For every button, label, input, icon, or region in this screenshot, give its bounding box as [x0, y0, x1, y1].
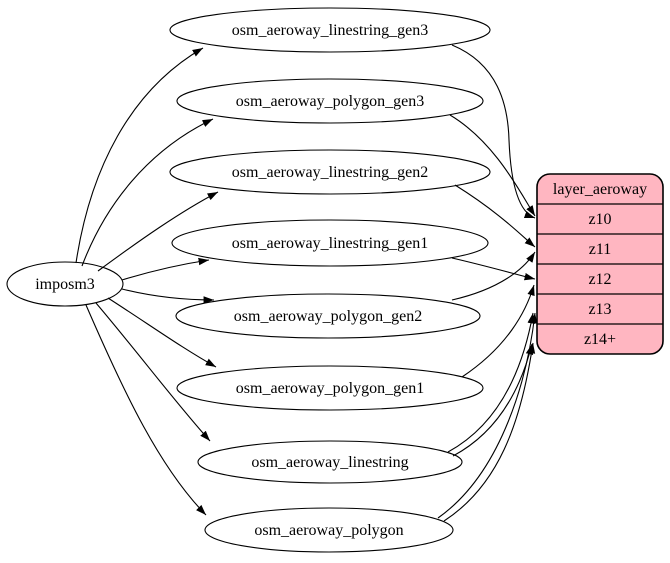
node-ellipse-linestring [197, 440, 463, 484]
edge-osm-aeroway-linestring-z14 [452, 343, 534, 457]
edge-osm-aeroway-linestring-gen1-z12 [451, 257, 536, 281]
node-ellipse-linestring-gen1 [171, 219, 489, 267]
node-osm-aeroway-linestring-gen1: osm_aeroway_linestring_gen1 [171, 219, 489, 267]
record-title: layer_aeroway [553, 181, 647, 198]
edge-imposm3-osm-aeroway-polygon-gen2 [121, 288, 215, 304]
node-osm-aeroway-polygon-gen2: osm_aeroway_polygon_gen2 [175, 293, 481, 339]
node-label-imposm3: imposm3 [35, 276, 95, 293]
node-label-linestring-gen1: osm_aeroway_linestring_gen1 [232, 235, 428, 252]
node-label-polygon-gen2: osm_aeroway_polygon_gen2 [234, 308, 422, 325]
edge-osm-aeroway-polygon-gen1-z12 [461, 284, 535, 378]
node-label-linestring-gen2: osm_aeroway_linestring_gen2 [232, 164, 428, 181]
edge-imposm3-osm-aeroway-linestring-gen1 [121, 257, 210, 281]
edge-osm-aeroway-linestring-gen3-z10 [451, 44, 536, 219]
record-row-z12: z12 [588, 271, 611, 288]
node-osm-aeroway-linestring-gen2: osm_aeroway_linestring_gen2 [169, 149, 491, 195]
record-row-z11: z11 [589, 241, 612, 258]
edge-osm-aeroway-linestring-gen2-z11 [454, 184, 536, 248]
edge-osm-aeroway-polygon-z14 [443, 342, 536, 522]
node-osm-aeroway-polygon-gen3: osm_aeroway_polygon_gen3 [176, 78, 484, 124]
record-row-z10: z10 [588, 211, 611, 228]
edge-imposm3-osm-aeroway-polygon [85, 304, 207, 516]
edge-imposm3-osm-aeroway-linestring [95, 302, 211, 442]
node-ellipse-linestring-gen3 [169, 7, 491, 53]
node-label-polygon-gen1: osm_aeroway_polygon_gen1 [236, 380, 424, 397]
edge-osm-aeroway-linestring-z13 [447, 312, 535, 453]
edge-osm-aeroway-polygon-z13 [437, 312, 538, 519]
node-label-polygon-gen3: osm_aeroway_polygon_gen3 [236, 93, 424, 110]
node-ellipse-imposm3 [6, 261, 124, 307]
node-ellipse-polygon-gen3 [176, 78, 484, 124]
node-imposm3: imposm3 [6, 261, 124, 307]
node-layer-aeroway: layer_aeroway z10 z11 z12 z13 z14+ [536, 173, 664, 355]
edge-imposm3-osm-aeroway-linestring-gen3 [75, 47, 204, 264]
node-osm-aeroway-linestring: osm_aeroway_linestring [197, 440, 463, 484]
node-osm-aeroway-linestring-gen3: osm_aeroway_linestring_gen3 [169, 7, 491, 53]
node-label-linestring: osm_aeroway_linestring [251, 454, 408, 471]
edge-imposm3-osm-aeroway-polygon-gen3 [81, 118, 214, 267]
record-row-z13: z13 [588, 301, 611, 318]
node-ellipse-polygon-gen2 [175, 293, 481, 339]
node-osm-aeroway-polygon-gen1: osm_aeroway_polygon_gen1 [176, 365, 484, 411]
node-ellipse-polygon-gen1 [176, 365, 484, 411]
node-osm-aeroway-polygon: osm_aeroway_polygon [204, 507, 454, 553]
edge-imposm3-osm-aeroway-polygon-gen1 [107, 297, 217, 368]
edge-osm-aeroway-polygon-gen2-z11 [451, 251, 536, 301]
node-label-polygon: osm_aeroway_polygon [254, 522, 403, 539]
node-label-linestring-gen3: osm_aeroway_linestring_gen3 [232, 22, 428, 39]
edge-osm-aeroway-polygon-gen3-z10 [449, 114, 536, 217]
record-row-z14: z14+ [584, 331, 616, 348]
edge-imposm3-osm-aeroway-linestring-gen2 [97, 191, 219, 272]
node-ellipse-polygon [204, 507, 454, 553]
node-ellipse-linestring-gen2 [169, 149, 491, 195]
